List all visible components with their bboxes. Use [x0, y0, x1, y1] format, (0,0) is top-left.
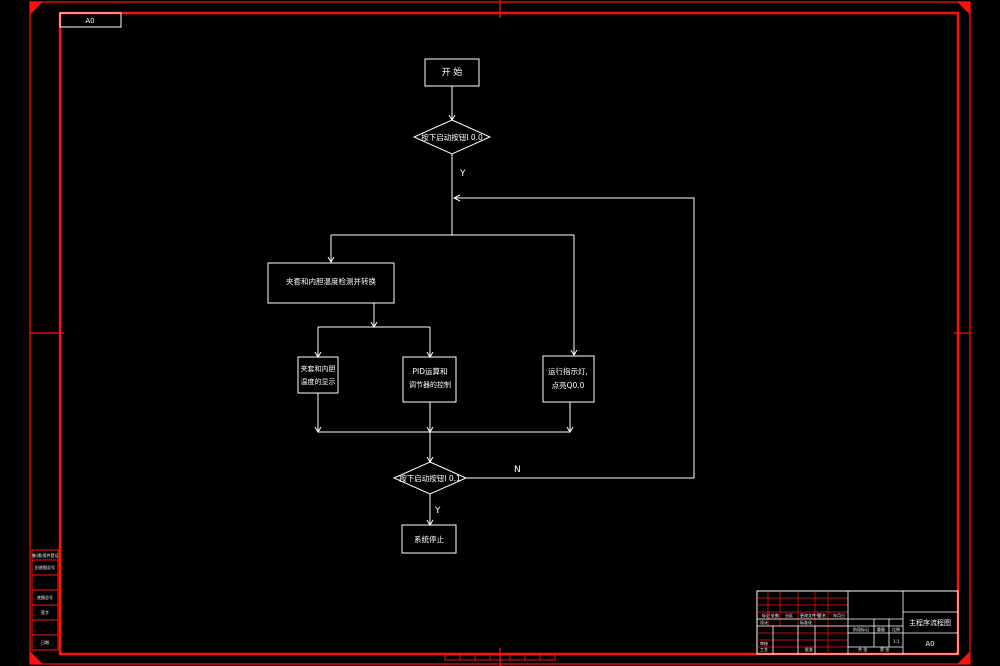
- process-pid-label-2: 调节器的控制: [409, 380, 451, 389]
- left-registration-table: [31, 549, 59, 651]
- tb-cell-scale: 比例: [892, 626, 900, 632]
- process-display-label-1: 夹套和内胆: [301, 364, 336, 373]
- process-alarm-label-2: 点亮Q0.0: [552, 380, 585, 390]
- process-pid-node: [402, 356, 457, 403]
- left-label-1: 借(通)用件登记: [31, 552, 58, 558]
- left-label-3: 底图总号: [37, 594, 53, 600]
- size-label-box: A0: [59, 12, 122, 28]
- decision1-yes-label: Y: [459, 169, 466, 179]
- decision1-label: 按下启动按钮I 0.0: [421, 132, 483, 142]
- tb-cell-stage: 阶段标记: [853, 626, 869, 632]
- drawing-size: A0: [925, 640, 934, 648]
- tb-cell-review: 审核: [760, 640, 768, 646]
- process-main-node: [267, 262, 395, 304]
- process-display-label-2: 温度的显示: [301, 377, 336, 386]
- tb-cell-change: 更改文件号: [800, 612, 820, 618]
- tb-cell-weight: 重量: [877, 626, 885, 632]
- tb-cell-zone: 分区: [785, 612, 793, 618]
- process-pid-label-1: PID运算和: [412, 366, 447, 376]
- drawing-title: 主程序流程图: [909, 618, 951, 627]
- tb-cell-standard: 标准化: [800, 619, 812, 625]
- title-block-text: 标记 处数 分区 更改文件号 签名 年月日 设计 标准化 阶段标记 重量 比例 …: [760, 612, 951, 652]
- decision2-label: 按下启动按钮I 0.1: [399, 473, 461, 483]
- left-table-labels: 借(通)用件登记 旧底图总号 底图总号 签字 日期: [31, 552, 58, 645]
- tb-cell-process: 工艺: [760, 647, 768, 652]
- tb-cell-mark: 标记: [762, 612, 770, 618]
- tb-cell-sheet: 第 张: [880, 646, 889, 652]
- process-alarm-label-1: 运行指示灯,: [548, 366, 588, 376]
- tb-cell-design: 设计: [760, 619, 768, 625]
- sheet-frame: [29, 0, 971, 666]
- flowchart-labels: 开 始 按下启动按钮I 0.0 Y 夹套和内胆温度检测并转换 夹套和内胆 温度的…: [286, 66, 588, 544]
- title-block: [756, 590, 959, 655]
- size-label: A0: [85, 17, 94, 25]
- flowchart: [267, 58, 695, 554]
- process-display-node: [297, 356, 339, 394]
- tb-scale-value: 1:1: [893, 639, 900, 644]
- process-main-label: 夹套和内胆温度检测并转换: [286, 276, 376, 286]
- left-label-5: 日期: [41, 639, 49, 645]
- process-alarm-node: [542, 355, 595, 403]
- left-label-2: 旧底图总号: [35, 564, 55, 570]
- end-node: [401, 524, 457, 554]
- tb-cell-sign: 签名: [818, 612, 826, 618]
- start-label: 开 始: [442, 66, 463, 78]
- tb-cell-count: 处数: [771, 612, 779, 618]
- decision2-yes-label: Y: [434, 506, 441, 516]
- tb-cell-date: 年月日: [833, 612, 845, 618]
- left-label-4: 签字: [41, 609, 49, 615]
- end-label: 系统停止: [414, 534, 444, 544]
- decision2-no-label: N: [514, 465, 521, 475]
- tb-cell-total: 共 张: [858, 646, 867, 652]
- tb-cell-approve: 批准: [805, 646, 813, 652]
